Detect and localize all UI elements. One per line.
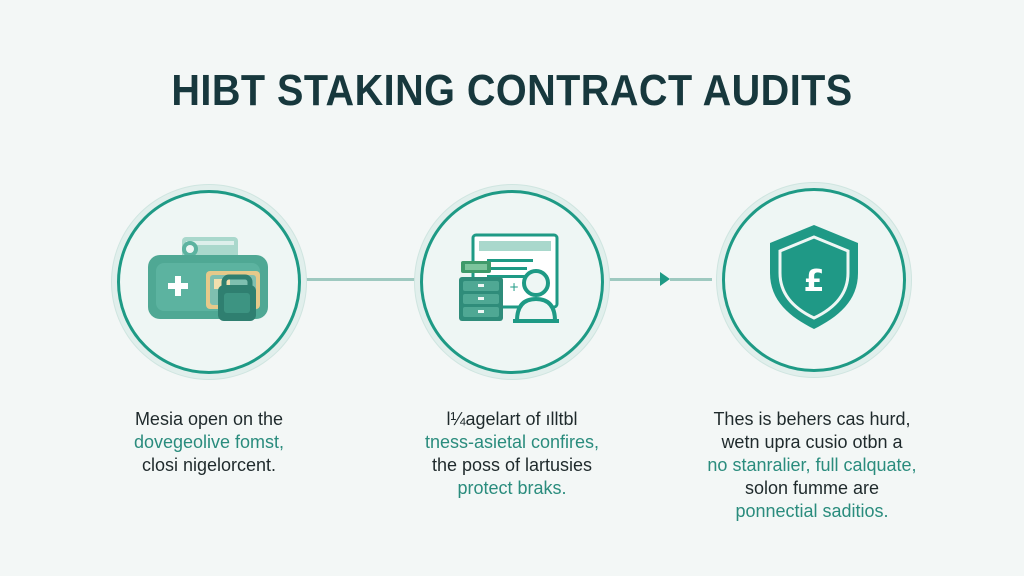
caption-line: no stanralier, full calquate, <box>707 455 917 475</box>
document-user-icon: + <box>459 233 559 323</box>
caption-line: Mesia open on the <box>134 409 284 429</box>
caption-line: l¼agelart of ılltbl <box>446 409 578 429</box>
arrow-head-icon <box>660 272 670 286</box>
caption-line: protect braks. <box>457 478 567 498</box>
caption-line: wetn upra cusio otbn a <box>721 432 903 452</box>
caption-line: closi nigelorcent. <box>141 455 277 475</box>
caption-line: the poss of lartusies <box>431 455 593 475</box>
step-2-caption: l¼agelart of ılltbl tness-asietal confir… <box>387 408 637 500</box>
connector-line-3 <box>670 278 712 281</box>
caption-line: Thes is behers cas hurd, <box>713 409 911 429</box>
caption-line: ponnectial saditios. <box>735 501 889 521</box>
svg-text:+: + <box>509 280 519 294</box>
step-1-circle <box>117 190 301 374</box>
step-3-circle: £ <box>722 188 906 372</box>
svg-text:£: £ <box>804 264 825 299</box>
page-title: HIBT STAKING CONTRACT AUDITS <box>171 66 853 115</box>
shield-icon: £ <box>770 225 858 329</box>
connector-line-1 <box>304 278 416 281</box>
step-3-caption: Thes is behers cas hurd, wetn upra cusio… <box>687 408 937 523</box>
caption-line: solon fumme are <box>744 478 880 498</box>
step-2-circle: + <box>420 190 604 374</box>
wallet-lock-icon <box>148 237 268 321</box>
connector-line-2 <box>606 278 662 281</box>
step-1-caption: Mesia open on the dovegeolive fomst, clo… <box>84 408 334 477</box>
caption-line: dovegeolive fomst, <box>133 432 285 452</box>
caption-line: tness-asietal confires, <box>424 432 600 452</box>
